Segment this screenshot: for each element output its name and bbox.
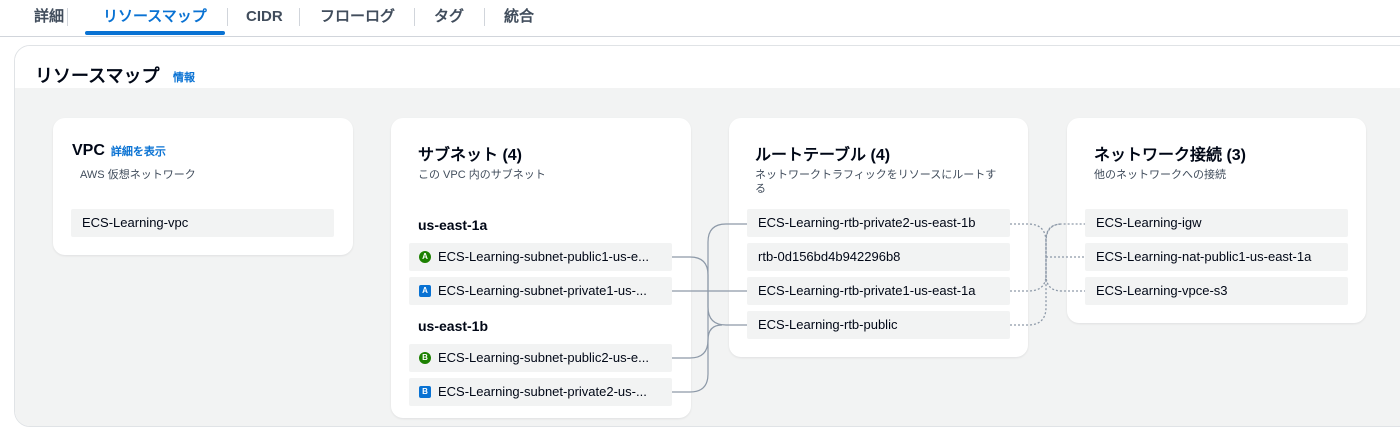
vpc-title-text: VPC — [72, 142, 105, 159]
subnet-label: ECS-Learning-subnet-public2-us-e... — [438, 350, 649, 365]
az-heading: us-east-1b — [418, 318, 489, 334]
subnets-card: サブネット (4) この VPC 内のサブネット us-east-1a A EC… — [391, 118, 691, 418]
vpc-description: AWS 仮想ネットワーク — [80, 169, 196, 181]
tab-integrations[interactable]: 統合 — [504, 8, 535, 25]
tab-divider — [299, 8, 300, 26]
tab-cidr[interactable]: CIDR — [246, 8, 283, 25]
network-connections-card: ネットワーク接続 (3) 他のネットワークへの接続 ECS-Learning-i… — [1067, 118, 1366, 323]
route-tables-description: ネットワークトラフィックをリソースにルートする — [755, 169, 997, 195]
tab-divider — [67, 8, 68, 26]
subnet-label: ECS-Learning-subnet-public1-us-e... — [438, 249, 649, 264]
tab-resource-map[interactable]: リソースマップ — [103, 8, 207, 25]
subnet-item[interactable]: A ECS-Learning-subnet-private1-us-... — [409, 277, 672, 305]
tab-divider — [227, 8, 228, 26]
tab-tags[interactable]: タグ — [434, 8, 465, 25]
tab-flow-logs[interactable]: フローログ — [320, 8, 396, 25]
view-details-link[interactable]: 詳細を表示 — [110, 146, 166, 158]
subnet-item[interactable]: B ECS-Learning-subnet-private2-us-... — [409, 378, 672, 406]
route-table-item[interactable]: ECS-Learning-rtb-public — [747, 311, 1010, 339]
connection-item[interactable]: ECS-Learning-vpce-s3 — [1085, 277, 1348, 305]
subnet-label: ECS-Learning-subnet-private1-us-... — [438, 283, 647, 298]
route-tables-title: ルートテーブル (4) — [755, 147, 891, 164]
info-link[interactable]: 情報 — [173, 72, 195, 84]
route-table-item[interactable]: ECS-Learning-rtb-private1-us-east-1a — [747, 277, 1010, 305]
tab-divider — [414, 8, 415, 26]
route-table-item[interactable]: rtb-0d156bd4b942296b8 — [747, 243, 1010, 271]
private-subnet-badge: B — [419, 386, 431, 398]
subnet-label: ECS-Learning-subnet-private2-us-... — [438, 384, 647, 399]
public-subnet-badge: A — [419, 251, 431, 263]
tab-bar: 詳細 リソースマップ CIDR フローログ タグ 統合 — [0, 0, 1400, 37]
subnets-title: サブネット (4) — [418, 147, 523, 164]
route-table-item[interactable]: ECS-Learning-rtb-private2-us-east-1b — [747, 209, 1010, 237]
public-subnet-badge: B — [419, 352, 431, 364]
subnet-item[interactable]: A ECS-Learning-subnet-public1-us-e... — [409, 243, 672, 271]
network-connections-title: ネットワーク接続 (3) — [1094, 147, 1247, 164]
private-subnet-badge: A — [419, 285, 431, 297]
network-connections-description: 他のネットワークへの接続 — [1094, 169, 1226, 181]
az-heading: us-east-1a — [418, 217, 488, 233]
active-tab-indicator — [85, 31, 225, 35]
connection-item[interactable]: ECS-Learning-igw — [1085, 209, 1348, 237]
tab-details[interactable]: 詳細 — [34, 8, 65, 25]
route-tables-card: ルートテーブル (4) ネットワークトラフィックをリソースにルートする ECS-… — [729, 118, 1028, 357]
vpc-card: VPC 詳細を表示 AWS 仮想ネットワーク ECS-Learning-vpc — [53, 118, 353, 255]
subnet-item[interactable]: B ECS-Learning-subnet-public2-us-e... — [409, 344, 672, 372]
connection-item[interactable]: ECS-Learning-nat-public1-us-east-1a — [1085, 243, 1348, 271]
section-title: リソースマップ — [35, 66, 160, 86]
subnets-description: この VPC 内のサブネット — [418, 169, 546, 181]
vpc-card-title: VPC 詳細を表示 — [72, 142, 166, 160]
vpc-item[interactable]: ECS-Learning-vpc — [71, 209, 334, 237]
container-header: リソースマップ 情報 — [15, 46, 1400, 88]
tab-divider — [484, 8, 485, 26]
